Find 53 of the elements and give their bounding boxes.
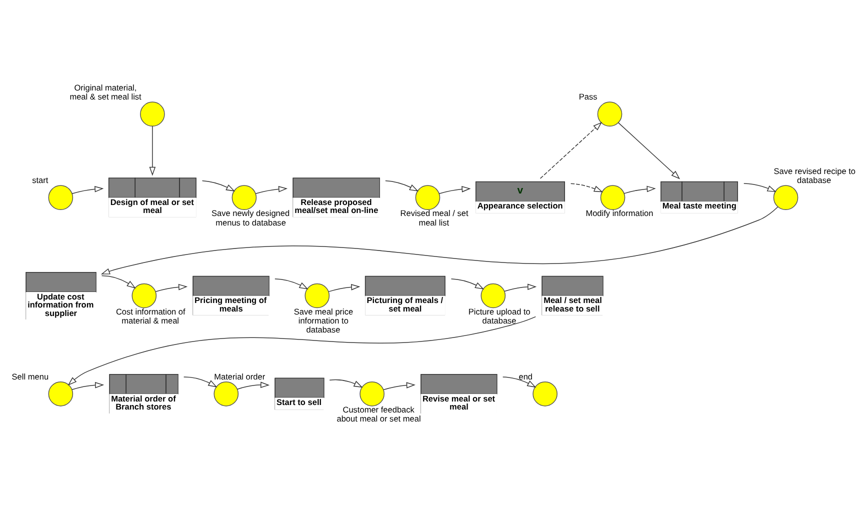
arrow — [155, 284, 188, 292]
arrow — [329, 379, 363, 388]
arrow — [744, 183, 776, 192]
node-circle — [480, 283, 506, 308]
node-circle — [600, 185, 626, 210]
node-circle — [48, 382, 74, 406]
arrow — [328, 284, 360, 292]
node-label: Material order — [214, 372, 266, 382]
node-circle — [232, 185, 257, 210]
node-circle — [532, 382, 558, 406]
node-circle — [773, 185, 798, 210]
arrow — [183, 376, 218, 388]
node-circle — [214, 382, 239, 406]
arrow — [570, 183, 603, 192]
node-label: Cost information of material & meal — [116, 307, 186, 326]
node-label: Revised meal / set meal list — [400, 209, 468, 228]
arrow — [502, 376, 536, 388]
arrow — [438, 186, 471, 194]
arrow — [540, 122, 602, 179]
node-label: start — [32, 176, 48, 186]
node-label: Save meal price information to database — [294, 307, 354, 334]
arrow — [236, 382, 270, 390]
node-circle — [597, 102, 622, 126]
arrow — [202, 180, 236, 192]
arrow — [149, 126, 156, 176]
node-label: Pass — [578, 92, 598, 102]
arrow — [72, 382, 104, 390]
arrow — [101, 275, 136, 288]
node-label: Save revised recipe to database — [774, 167, 856, 186]
node-circle — [360, 382, 384, 406]
arrow — [385, 180, 418, 192]
node-circle — [48, 185, 74, 210]
node-label: end — [518, 372, 533, 382]
arrow — [450, 278, 484, 290]
arrow — [100, 206, 778, 274]
node-label: Customer feedback about meal or set meal — [336, 406, 421, 424]
node-label: Sell menu — [12, 372, 49, 382]
node-label: Save newly designed menus to database — [211, 209, 290, 228]
node-circle — [140, 102, 165, 126]
arrow — [68, 316, 536, 386]
arrow — [383, 382, 416, 390]
arrow — [504, 284, 537, 292]
arrow — [618, 122, 680, 180]
arrow — [72, 186, 104, 194]
arrow — [255, 186, 288, 194]
node-label: Modify information — [586, 209, 654, 218]
node-circle — [304, 283, 330, 308]
arrow — [624, 186, 656, 194]
node-label: Original material, meal & set meal list — [70, 84, 142, 102]
arrow — [274, 278, 308, 290]
node-circle — [415, 185, 440, 210]
node-label: Picture upload to database — [468, 307, 530, 326]
node-circle — [132, 283, 157, 308]
